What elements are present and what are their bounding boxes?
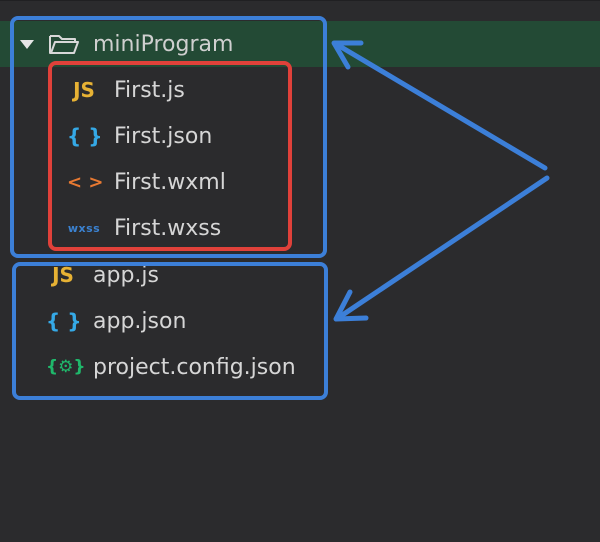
wxml-file-icon: < > [67, 171, 104, 193]
file-name: First.wxml [114, 169, 226, 195]
file-name: First.wxss [114, 215, 222, 241]
panel-top-border [0, 0, 600, 1]
json-file-icon: { } [67, 124, 103, 148]
json-file-icon: { } [46, 309, 82, 333]
file-name: First.json [114, 123, 213, 149]
folder-name: miniProgram [93, 31, 234, 57]
caret-down-icon[interactable] [20, 39, 34, 49]
folder-open-icon [49, 35, 79, 54]
file-name: app.js [93, 262, 159, 288]
config-file-icon: {⚙} [46, 357, 86, 377]
wxss-file-icon: wxss [67, 221, 101, 235]
file-row-project-config-json[interactable]: {⚙} project.config.json [0, 344, 600, 390]
file-row-first-json[interactable]: { } First.json [0, 113, 600, 159]
file-row-first-wxml[interactable]: < > First.wxml [0, 159, 600, 205]
javascript-file-icon: JS [52, 263, 74, 287]
folder-row-miniprogram[interactable]: miniProgram [0, 21, 600, 67]
javascript-file-icon: JS [73, 78, 95, 102]
file-row-app-js[interactable]: JS app.js [0, 252, 600, 298]
file-name: app.json [93, 308, 187, 334]
file-row-app-json[interactable]: { } app.json [0, 298, 600, 344]
file-row-first-wxss[interactable]: wxss First.wxss [0, 205, 600, 251]
file-name: project.config.json [93, 354, 296, 380]
file-name: First.js [114, 77, 185, 103]
file-row-first-js[interactable]: JS First.js [0, 67, 600, 113]
